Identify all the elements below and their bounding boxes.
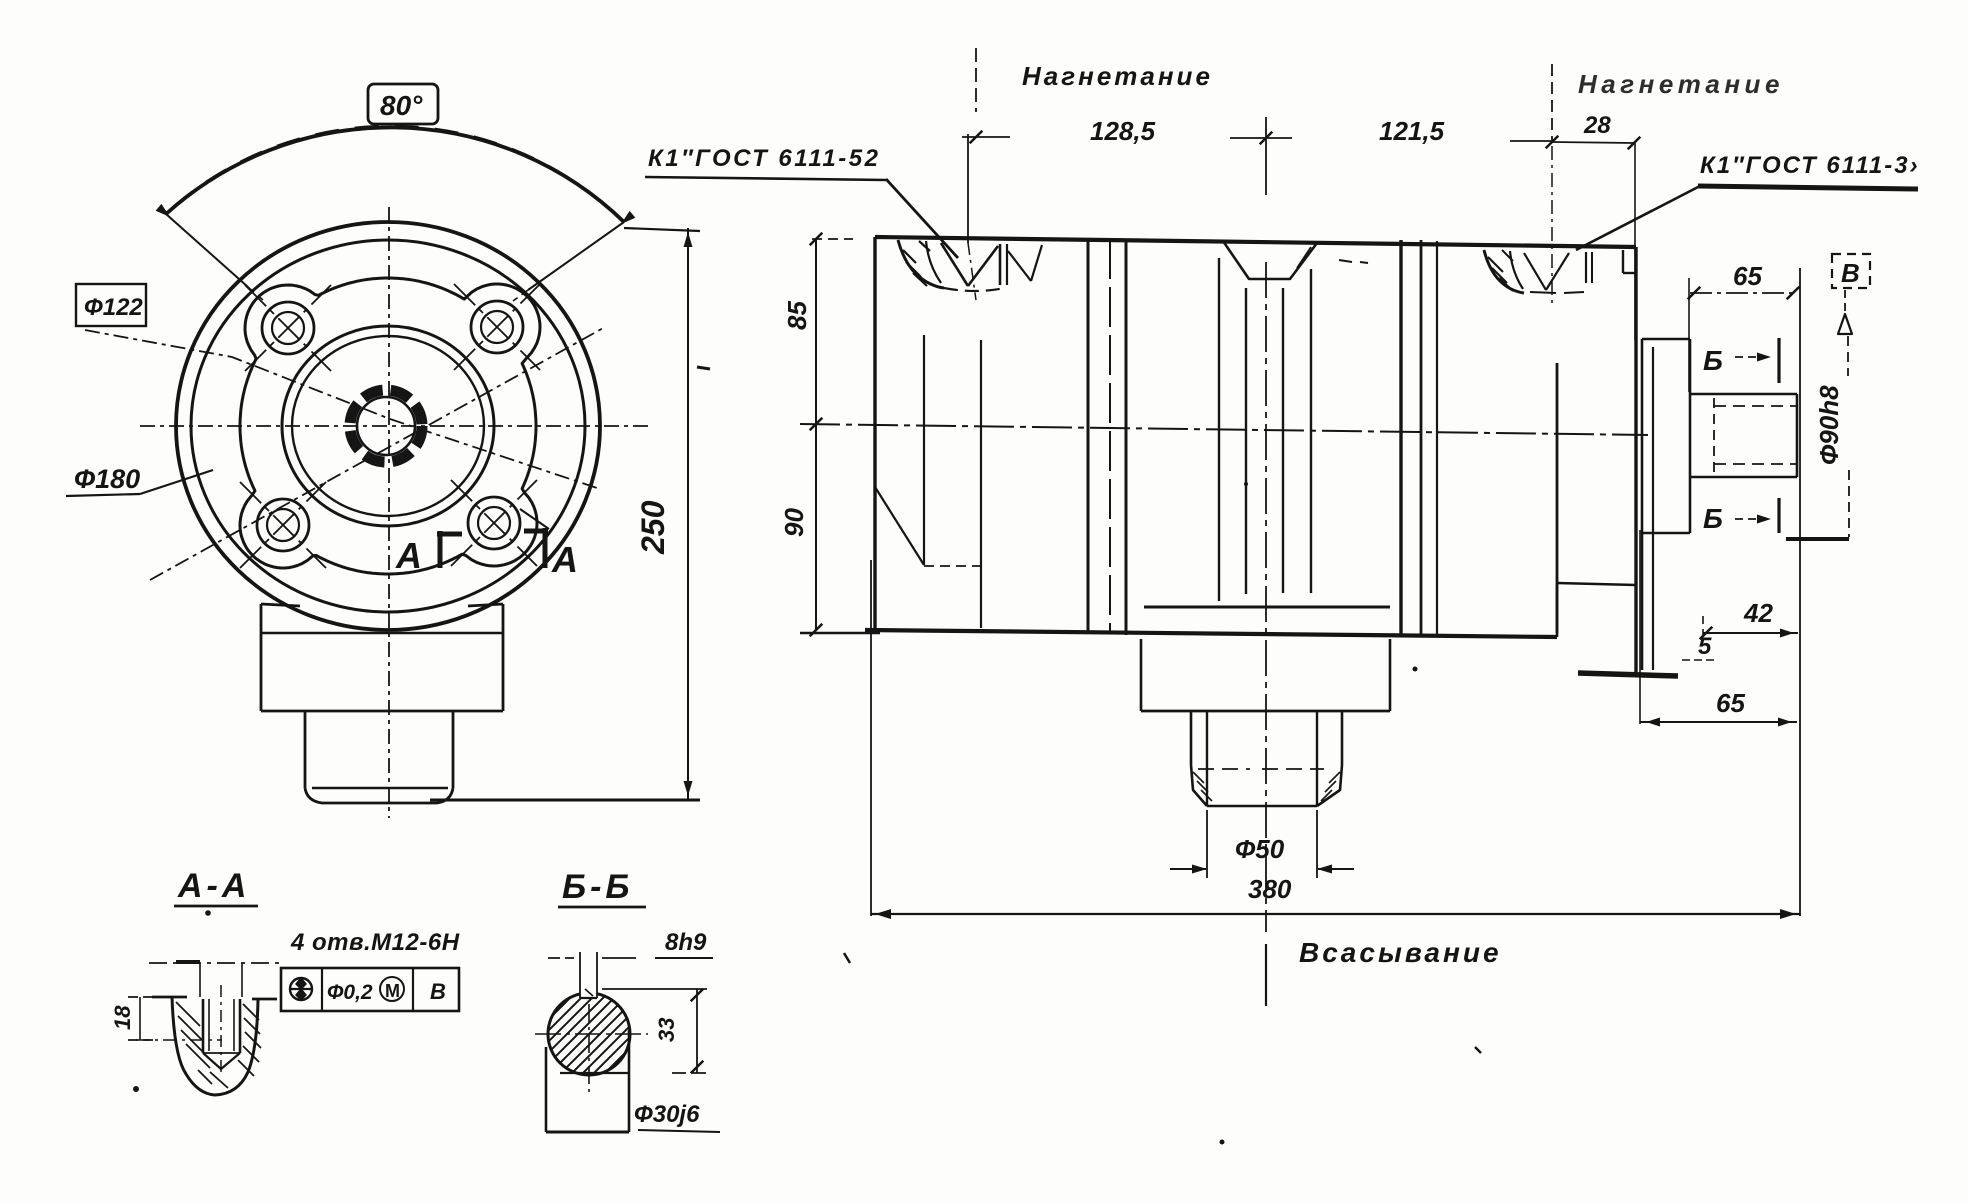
svg-text:Ф0,2: Ф0,2: [327, 981, 373, 1004]
svg-text:К1″ГОСТ 6111-3›: К1″ГОСТ 6111-3›: [1700, 152, 1920, 179]
svg-text:Всасывание: Всасывание: [1299, 937, 1502, 968]
svg-text:Ф180: Ф180: [74, 464, 140, 494]
svg-text:М: М: [385, 981, 400, 1001]
svg-text:28: 28: [1583, 112, 1611, 139]
svg-text:42: 42: [1743, 598, 1773, 628]
svg-text:А: А: [395, 535, 422, 576]
svg-text:Ф30j6: Ф30j6: [634, 1101, 700, 1128]
svg-text:Нагнетание: Нагнетание: [1578, 69, 1784, 99]
svg-text:В: В: [1841, 258, 1860, 288]
svg-text:33: 33: [654, 1018, 679, 1042]
svg-text:80°: 80°: [380, 90, 423, 121]
svg-text:65: 65: [1733, 261, 1762, 291]
svg-text:250: 250: [635, 500, 671, 555]
svg-text:128,5: 128,5: [1090, 116, 1156, 146]
svg-text:85: 85: [782, 301, 812, 330]
svg-text:65: 65: [1716, 688, 1745, 718]
svg-text:В: В: [430, 979, 446, 1004]
svg-text:4 отв.М12-6Н: 4 отв.М12-6Н: [290, 929, 460, 956]
svg-text:Б-Б: Б-Б: [562, 868, 633, 906]
svg-text:380: 380: [1248, 874, 1292, 904]
svg-text:5: 5: [1698, 633, 1712, 660]
svg-text:К1″ГОСТ 6111-52: К1″ГОСТ 6111-52: [648, 145, 880, 172]
svg-text:Б: Б: [1703, 503, 1723, 534]
svg-text:Ф50: Ф50: [1235, 834, 1285, 864]
svg-text:Нагнетание: Нагнетание: [1022, 61, 1213, 91]
svg-text:18: 18: [110, 1005, 135, 1030]
svg-text:Б: Б: [1703, 345, 1723, 376]
svg-text:90: 90: [779, 508, 809, 537]
svg-text:Ф90h8: Ф90h8: [1814, 385, 1844, 465]
svg-text:А-А: А-А: [177, 867, 250, 905]
svg-text:Ф122: Ф122: [84, 294, 143, 321]
svg-text:121,5: 121,5: [1379, 116, 1445, 146]
svg-text:А: А: [551, 539, 578, 580]
svg-text:8h9: 8h9: [665, 929, 707, 956]
